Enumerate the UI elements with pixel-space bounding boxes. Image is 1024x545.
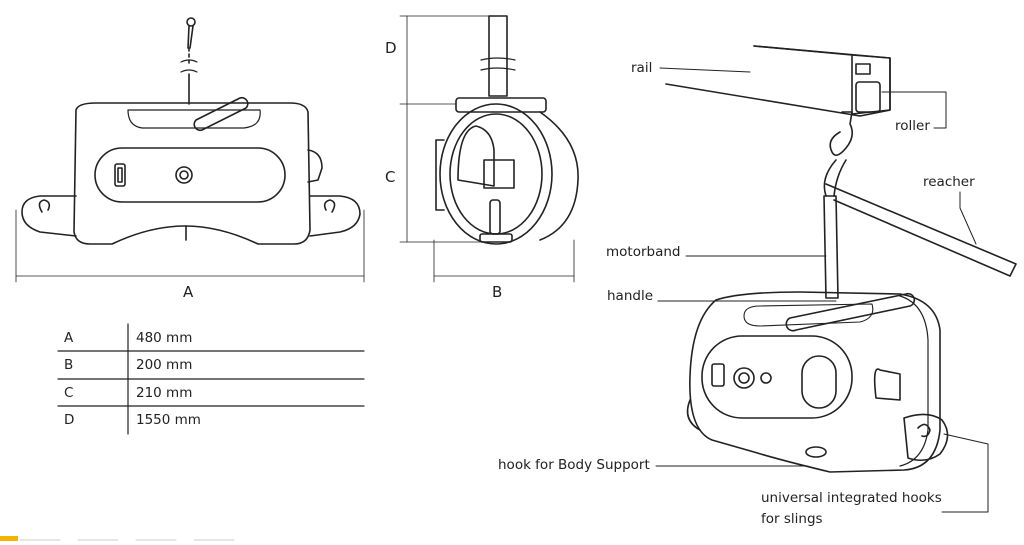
dim-label-D: D <box>385 39 397 57</box>
table-key: B <box>64 357 74 373</box>
spec-table-lines <box>57 323 365 435</box>
dim-label-C: C <box>385 168 396 186</box>
callout-handle: handle <box>607 288 654 304</box>
leader-universal-hooks <box>941 433 989 513</box>
perspective-view <box>665 45 1017 473</box>
motorband <box>823 195 839 299</box>
callout-roller: roller <box>895 118 930 134</box>
table-value: 1550 mm <box>136 412 201 428</box>
table-key: A <box>64 330 74 346</box>
leader-roller <box>881 91 947 129</box>
callout-universal-hooks-line2: for slings <box>761 511 823 527</box>
dim-label-A: A <box>183 283 194 301</box>
roller <box>855 81 881 113</box>
callout-reacher: reacher <box>923 174 975 190</box>
callout-universal-hooks-line1: universal integrated hooks <box>761 490 942 506</box>
swivel-hook <box>829 111 854 156</box>
front-handle <box>193 96 249 132</box>
side-view <box>399 15 579 283</box>
accent-mark <box>0 536 18 541</box>
callout-rail: rail <box>631 60 653 76</box>
leader-rail <box>659 67 751 73</box>
side-rod <box>488 15 508 97</box>
dim-label-B: B <box>492 283 503 301</box>
perspective-body <box>689 291 941 473</box>
perspective-panel <box>701 335 853 419</box>
front-panel <box>94 147 286 203</box>
table-key: D <box>64 412 75 428</box>
front-view <box>15 17 365 283</box>
perspective-handle <box>785 292 916 332</box>
integrated-hook <box>903 413 949 462</box>
callout-motorband: motorband <box>606 244 681 260</box>
callout-hook-body-support: hook for Body Support <box>498 457 650 473</box>
table-value: 210 mm <box>136 385 193 401</box>
front-left-hook <box>21 195 77 237</box>
table-value: 480 mm <box>136 330 193 346</box>
leader-reacher <box>959 191 977 245</box>
front-right-hook <box>309 195 361 237</box>
table-value: 200 mm <box>136 357 193 373</box>
reacher-pole <box>825 183 1017 277</box>
table-key: C <box>64 385 74 401</box>
side-body <box>439 103 553 245</box>
front-body <box>73 102 311 245</box>
front-eye-pin <box>186 17 196 49</box>
leader-lines <box>655 67 989 513</box>
